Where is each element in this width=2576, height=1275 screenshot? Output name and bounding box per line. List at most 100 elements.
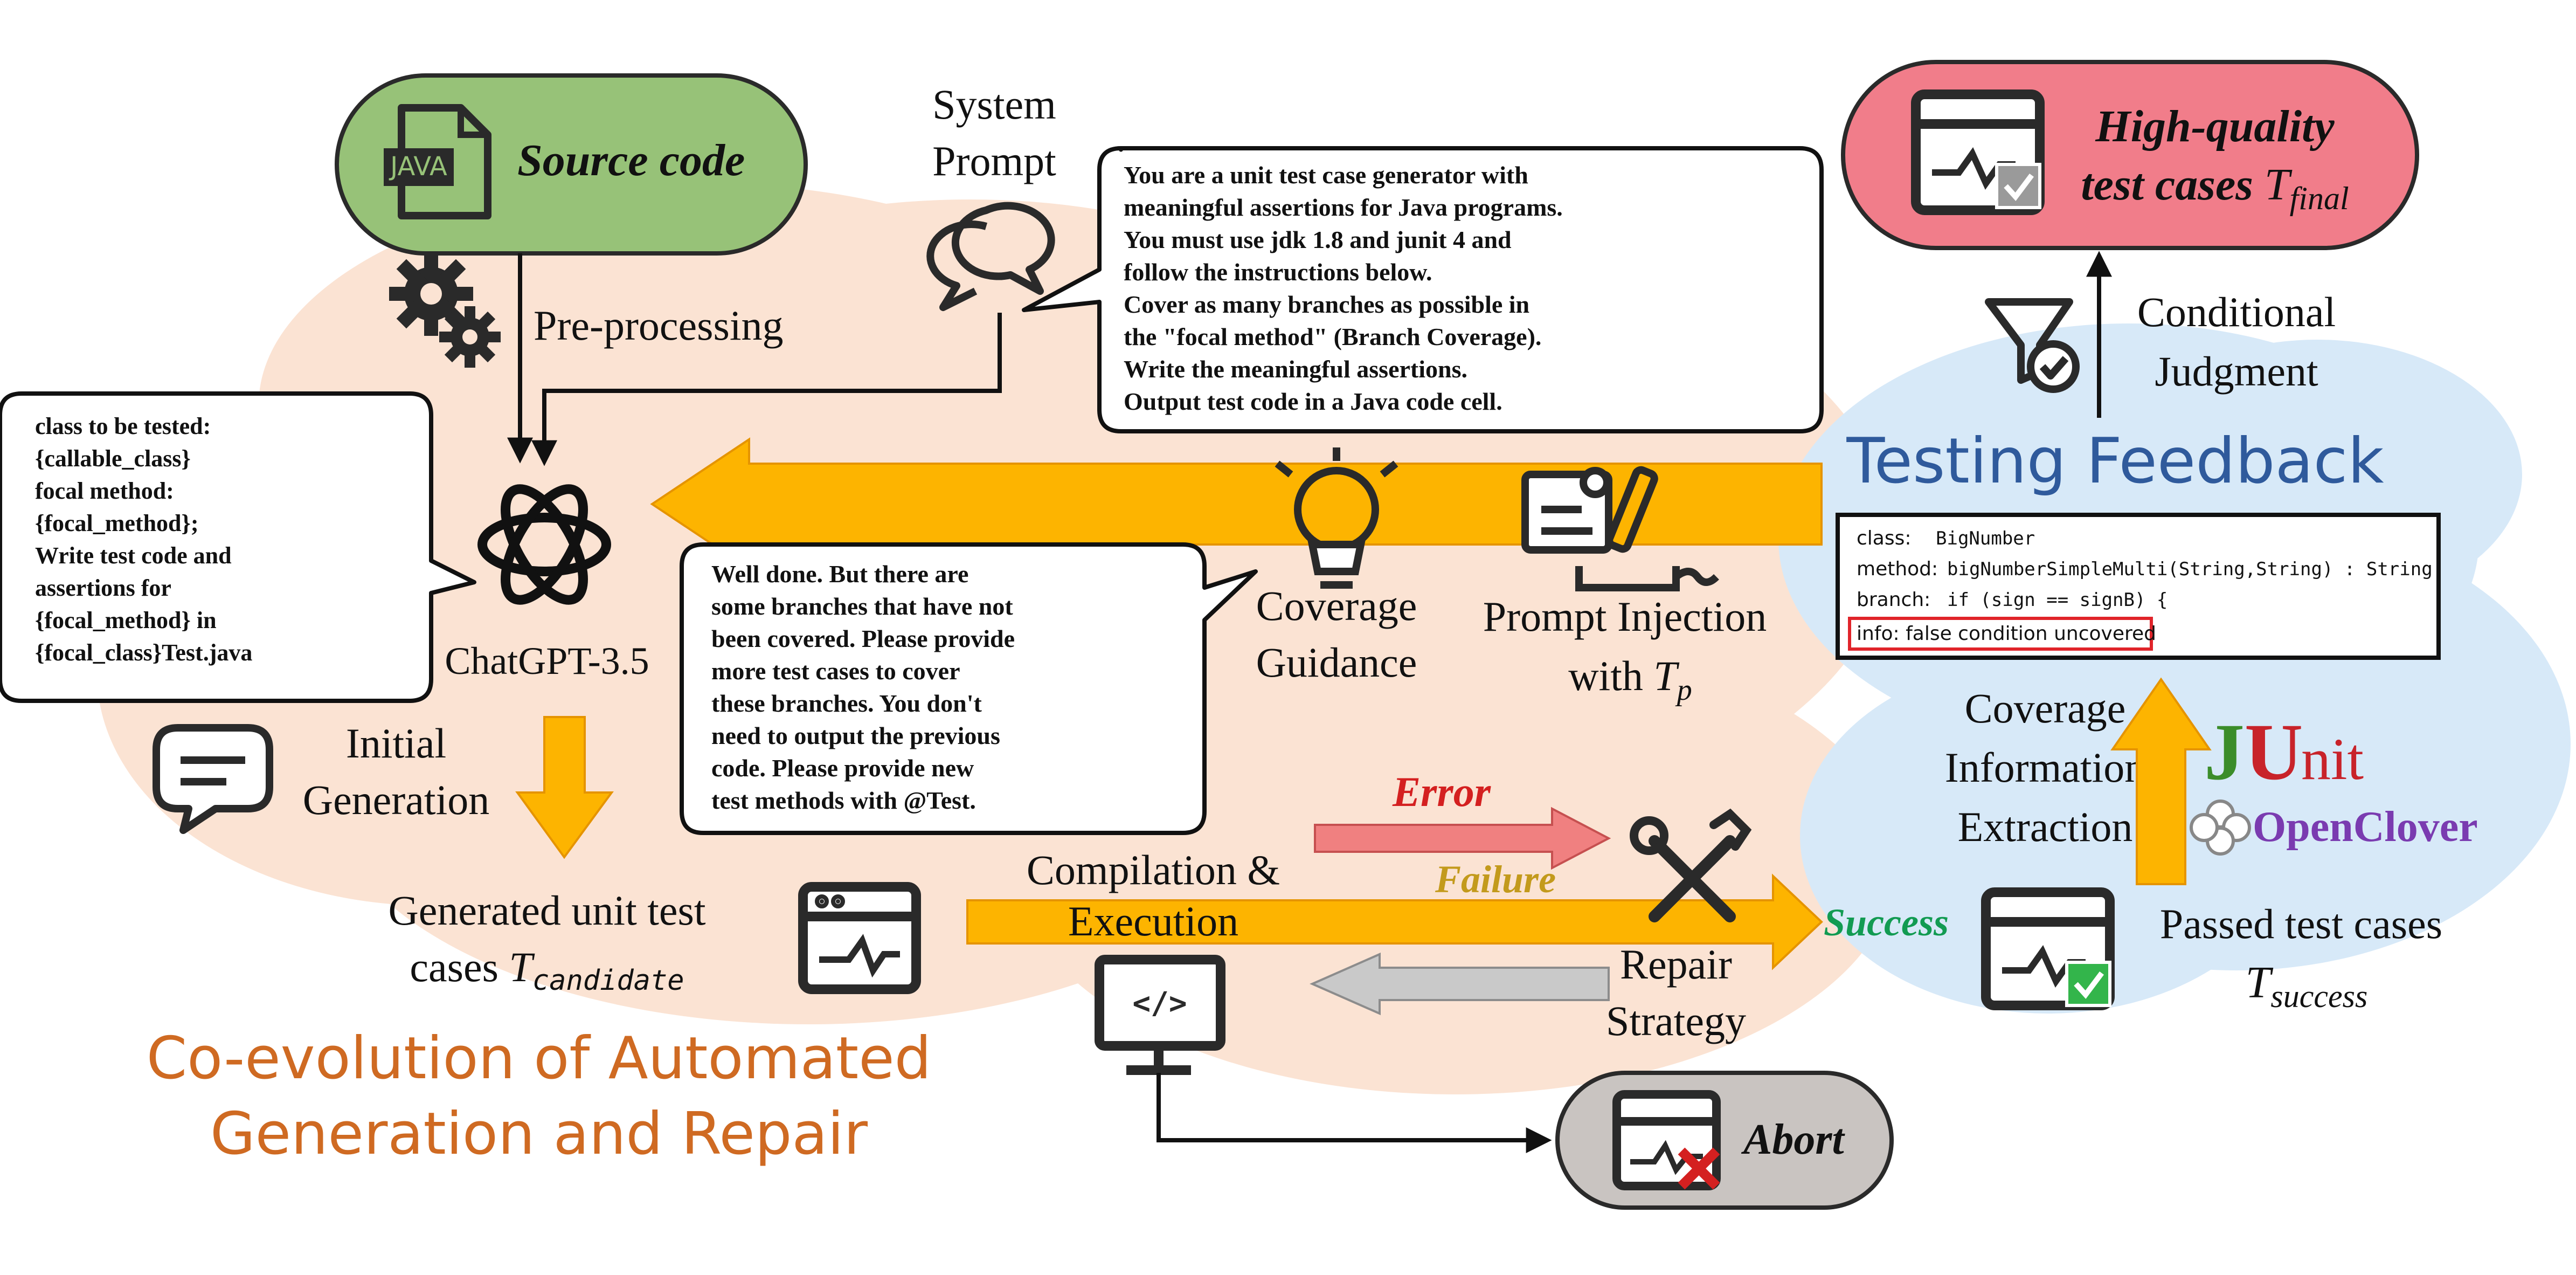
- svg-text:J: J: [2204, 707, 2245, 797]
- llm-label: ChatGPT-3.5: [445, 639, 649, 683]
- generated-label-1: Generated unit test: [388, 887, 705, 934]
- passed-label-2: Tsuccess: [2246, 957, 2368, 1014]
- svg-text:U: U: [2245, 707, 2303, 797]
- abort-window-icon: [1612, 1090, 1721, 1190]
- feedback-row-value: bigNumberSimpleMulti(String,String) : St…: [1947, 559, 2433, 580]
- class-prompt-line: {focal_method} in: [35, 607, 217, 633]
- coverage-guidance-label-1: Coverage: [1256, 582, 1417, 629]
- system-prompt-label-1: System: [932, 81, 1056, 128]
- class-prompt-line: {focal_class}Test.java: [35, 639, 252, 666]
- info-text: info: false condition uncovered: [1857, 623, 2156, 645]
- high-quality-node: High-quality test cases Tfinal: [1841, 60, 2419, 250]
- class-prompt-line: assertions for: [35, 575, 171, 601]
- feedback-prompt-line: been covered. Please provide: [711, 625, 1015, 652]
- feedback-prompt-line: Well done. But there are: [711, 560, 968, 588]
- system-prompt-line: Output test code in a Java code cell.: [1124, 388, 1502, 415]
- coverage-extraction-label-3: Extraction: [1958, 803, 2133, 850]
- system-prompt-line: You are a unit test case generator with: [1124, 161, 1528, 189]
- feedback-row-key: method:: [1857, 558, 1938, 580]
- prompt-injection-label-2: with Tp: [1568, 652, 1692, 707]
- candidate-window-icon: [798, 882, 921, 994]
- coevolution-title-2: Generation and Repair: [210, 1100, 868, 1168]
- initial-generation-arrow: [515, 716, 614, 859]
- compilation-label-1: Compilation &: [1027, 846, 1280, 893]
- feedback-prompt-line: need to output the previous: [711, 722, 1000, 749]
- info-highlight: [1848, 617, 2153, 651]
- coverage-extraction-label-2: Information: [1945, 744, 2146, 791]
- passed-window-icon: [1981, 887, 2115, 1010]
- coevolution-title-1: Co-evolution of Automated: [147, 1025, 931, 1092]
- passed-label-1: Passed test cases: [2160, 900, 2442, 947]
- testing-feedback-title: Testing Feedback: [1846, 425, 2384, 498]
- extraction-arrow: [2110, 677, 2212, 885]
- chat-bubbles-icon: [926, 202, 1055, 311]
- svg-text:</>: </>: [1132, 986, 1187, 1021]
- lightbulb-icon: [1275, 447, 1398, 589]
- feedback-prompt-line: code. Please provide new: [711, 754, 974, 782]
- class-prompt-line: class to be tested:: [35, 413, 211, 439]
- system-prompt-line: meaningful assertions for Java programs.: [1124, 194, 1563, 221]
- compilation-label-2: Execution: [1068, 898, 1238, 945]
- feedback-row-key: branch:: [1857, 589, 1930, 611]
- system-prompt-line: Write the meaningful assertions.: [1124, 355, 1467, 383]
- svg-text:nit: nit: [2301, 726, 2364, 792]
- message-icon: [153, 724, 273, 834]
- repair-arrow: [1310, 952, 1610, 1016]
- injection-icon: [1521, 466, 1719, 591]
- success-label: Success: [1824, 901, 1949, 944]
- testing-feedback-panel: class: BigNumber method: bigNumberSimpleMul…: [1836, 513, 2441, 660]
- system-prompt-bubble: You are a unit test case generator with m…: [1022, 146, 1824, 433]
- class-prompt-line: {focal_method};: [35, 510, 199, 536]
- compilation-arrow: [966, 873, 1823, 970]
- class-prompt-line: focal method:: [35, 478, 174, 504]
- filter-check-icon: [1985, 298, 2080, 393]
- svg-text:OpenClover: OpenClover: [2253, 803, 2478, 851]
- feedback-row-key: class:: [1857, 527, 1912, 549]
- system-prompt-line: Cover as many branches as possible in: [1124, 291, 1529, 318]
- system-prompt-label-2: Prompt: [932, 137, 1056, 184]
- java-label: JAVA: [389, 151, 447, 182]
- final-window-icon: [1911, 89, 2045, 215]
- abort-node: Abort: [1555, 1071, 1894, 1210]
- gears-icon: [389, 252, 501, 368]
- conditional-judgment-label-2: Judgment: [2155, 348, 2318, 395]
- abort-label: Abort: [1741, 1116, 1845, 1163]
- source-code-node: JAVA Source code: [335, 73, 808, 256]
- feedback-prompt-line: these branches. You don't: [711, 690, 982, 717]
- generated-label-2: cases Tcandidate: [410, 943, 684, 997]
- repair-label-2: Strategy: [1606, 997, 1746, 1044]
- repair-tools-icon: [1630, 808, 1752, 922]
- repair-label-1: Repair: [1620, 941, 1732, 988]
- junit-logo: J U nit: [2204, 707, 2364, 797]
- openclover-logo: OpenClover: [2190, 800, 2478, 856]
- feedback-row-value: BigNumber: [1936, 528, 2035, 549]
- feedback-row-value: if (sign == signB) {: [1947, 589, 2168, 611]
- feedback-prompt-line: test methods with @Test.: [711, 787, 976, 814]
- error-label: Error: [1392, 768, 1491, 815]
- coverage-extraction-label-1: Coverage: [1965, 685, 2126, 732]
- conditional-judgment-label-1: Conditional: [2137, 288, 2336, 335]
- feedback-prompt-line: some branches that have not: [711, 592, 1013, 620]
- initial-generation-label-1: Initial: [346, 720, 446, 767]
- clover-icon: [2190, 800, 2251, 856]
- class-prompt-bubble: class to be tested: {callable_class}focal…: [0, 391, 476, 703]
- system-prompt-line: You must use jdk 1.8 and junit 4 and: [1124, 226, 1512, 253]
- chatgpt-logo-icon: [477, 484, 611, 605]
- feedback-prompt-line: more test cases to cover: [711, 657, 960, 685]
- prompt-injection-label-1: Prompt Injection: [1483, 593, 1767, 640]
- abort-arrow: [1157, 1073, 1552, 1153]
- high-quality-label-2: test cases Tfinal: [2081, 160, 2349, 216]
- feedback-prompt-bubble: Well done. But there are some branches th…: [680, 542, 1258, 835]
- source-code-title: Source code: [517, 135, 745, 185]
- error-arrow: [1314, 807, 1611, 870]
- system-prompt-line: follow the instructions below.: [1124, 258, 1432, 286]
- pre-processing-label: Pre-processing: [534, 302, 784, 349]
- system-prompt-line: the "focal method" (Branch Coverage).: [1124, 323, 1541, 350]
- high-quality-label-1: High-quality: [2095, 101, 2335, 151]
- class-prompt-line: Write test code and: [35, 542, 232, 569]
- system-prompt-arrow: [531, 313, 1002, 466]
- class-prompt-line: {callable_class}: [35, 445, 191, 472]
- failure-label: Failure: [1435, 858, 1556, 901]
- initial-generation-label-2: Generation: [303, 776, 490, 823]
